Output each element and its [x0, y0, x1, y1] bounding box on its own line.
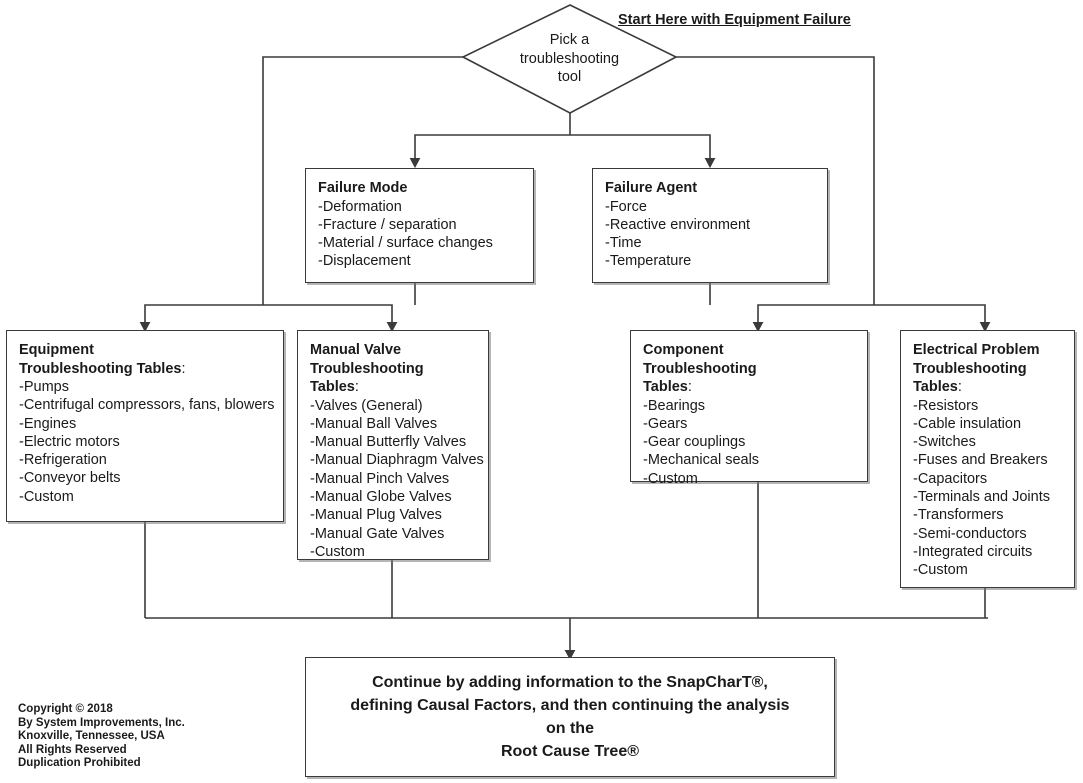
box-electrical-problem-troubleshooting-tables[interactable]: Electrical Problem Troubleshooting Table… [900, 330, 1075, 588]
box-equipment-item: -Electric motors [19, 433, 120, 450]
decision-pick-troubleshooting-tool[interactable]: Pick a troubleshooting tool [463, 5, 676, 113]
box-electrical-item: -Resistors [913, 397, 979, 414]
box-equipment-item: -Custom [19, 488, 74, 505]
final-box-line: on the [545, 720, 594, 737]
box-failure-agent-item: -Time [605, 235, 642, 252]
box-failure-mode-item: -Deformation [318, 198, 402, 215]
box-component-heading-line: Component [643, 342, 724, 358]
box-failure-mode-heading: Failure Mode [318, 180, 408, 196]
box-equipment-item: -Pumps [19, 379, 69, 395]
box-manual-valve-item: -Manual Ball Valves [310, 415, 438, 432]
box-component-heading-colon: : [687, 379, 692, 395]
box-failure-agent-item: -Temperature [605, 253, 692, 270]
copyright-line: By System Improvements, Inc. [18, 716, 185, 729]
box-equipment-item: -Centrifugal compressors, fans, blowers [19, 397, 275, 414]
box-manual-valve-heading-line: Troubleshooting [310, 360, 424, 377]
box-electrical-item: -Transformers [913, 507, 1004, 524]
box-manual-valve-item: -Manual Diaphragm Valves [310, 452, 484, 469]
box-component-heading-line: Tables: [643, 378, 855, 397]
box-component-item: -Gear couplings [643, 434, 746, 451]
box-component-item: -Mechanical seals [643, 452, 760, 469]
copyright-notice: Copyright © 2018 By System Improvements,… [18, 703, 185, 771]
box-manual-valve-heading-line: Manual Valve [310, 342, 402, 358]
box-manual-valve-item: -Custom [310, 543, 365, 560]
box-manual-valve-item: -Manual Butterfly Valves [310, 434, 467, 451]
box-electrical-heading-colon: : [957, 379, 962, 395]
box-component-item: -Bearings [643, 397, 706, 414]
final-box-line: Continue by adding information to the Sn… [372, 674, 768, 691]
decision-label-line-1: Pick a [549, 32, 590, 49]
box-equipment-heading-line: Equipment [19, 342, 94, 358]
box-manual-valve-heading-line: Tables: [310, 378, 476, 397]
box-electrical-item: -Terminals and Joints [913, 488, 1050, 505]
box-continue-snapchart[interactable]: Continue by adding information to the Sn… [305, 657, 835, 777]
page-title: Start Here with Equipment Failure [618, 12, 851, 28]
box-failure-agent-heading: Failure Agent [605, 180, 698, 196]
box-electrical-heading-line: Tables: [913, 378, 1062, 397]
box-component-troubleshooting-tables[interactable]: Component Troubleshooting Tables: -Beari… [630, 330, 868, 487]
box-manual-valve-item: -Manual Globe Valves [310, 488, 452, 505]
box-manual-valve-heading-text: Tables [310, 379, 355, 395]
box-electrical-item: -Switches [913, 434, 976, 451]
box-electrical-item: -Semi-conductors [913, 525, 1027, 542]
box-manual-valve-heading-colon: : [354, 379, 359, 395]
box-equipment-item: -Refrigeration [19, 452, 107, 469]
box-failure-agent[interactable]: Failure Agent -Force -Reactive environme… [592, 168, 828, 283]
box-equipment-troubleshooting-tables[interactable]: Equipment Troubleshooting Tables: -Pumps… [6, 330, 284, 522]
final-box-text: Continue by adding information to the Sn… [350, 671, 789, 763]
decision-label: Pick a troubleshooting tool [463, 5, 676, 113]
box-electrical-item: -Custom [913, 562, 968, 579]
box-manual-valve-item: -Manual Plug Valves [310, 507, 442, 524]
box-component-item: -Gears [643, 415, 688, 432]
box-equipment-heading-colon: : [181, 360, 186, 377]
final-box-line: defining Causal Factors, and then contin… [350, 697, 790, 714]
box-component-heading-line: Troubleshooting [643, 360, 757, 377]
box-failure-mode-item: -Displacement [318, 253, 411, 270]
box-electrical-heading-line: Electrical Problem [913, 342, 1040, 358]
box-failure-agent-item: -Reactive environment [605, 216, 751, 233]
copyright-line: All Rights Reserved [18, 743, 127, 756]
copyright-line: Duplication Prohibited [18, 757, 141, 770]
box-component-heading-text: Tables [643, 379, 688, 395]
copyright-line: Knoxville, Tennessee, USA [18, 730, 165, 743]
box-manual-valve-item: -Valves (General) [310, 397, 423, 414]
box-equipment-item: -Engines [19, 415, 77, 432]
decision-label-line-2: troubleshooting [519, 50, 620, 67]
box-equipment-heading-line: Troubleshooting Tables: [19, 360, 271, 379]
box-failure-mode-item: -Fracture / separation [318, 216, 457, 233]
copyright-line: Copyright © 2018 [18, 703, 113, 715]
box-electrical-item: -Capacitors [913, 470, 988, 487]
box-failure-mode-item: -Material / surface changes [318, 235, 493, 252]
box-equipment-item: -Conveyor belts [19, 470, 121, 487]
box-equipment-heading-text: Troubleshooting Tables [19, 360, 182, 377]
box-electrical-item: -Integrated circuits [913, 543, 1033, 560]
box-manual-valve-item: -Manual Gate Valves [310, 525, 445, 542]
box-failure-agent-item: -Force [605, 198, 647, 215]
box-manual-valve-troubleshooting-tables[interactable]: Manual Valve Troubleshooting Tables: -Va… [297, 330, 489, 560]
box-failure-mode[interactable]: Failure Mode -Deformation -Fracture / se… [305, 168, 534, 283]
decision-label-line-3: tool [557, 69, 582, 86]
box-electrical-heading-line: Troubleshooting [913, 360, 1027, 377]
box-electrical-item: -Cable insulation [913, 415, 1022, 432]
decision-diamond-shape [461, 4, 678, 114]
box-manual-valve-item: -Manual Pinch Valves [310, 470, 450, 487]
box-electrical-item: -Fuses and Breakers [913, 452, 1048, 469]
box-component-item: -Custom [643, 470, 698, 487]
final-box-line: Root Cause Tree® [500, 743, 640, 760]
box-electrical-heading-text: Tables [913, 379, 958, 395]
